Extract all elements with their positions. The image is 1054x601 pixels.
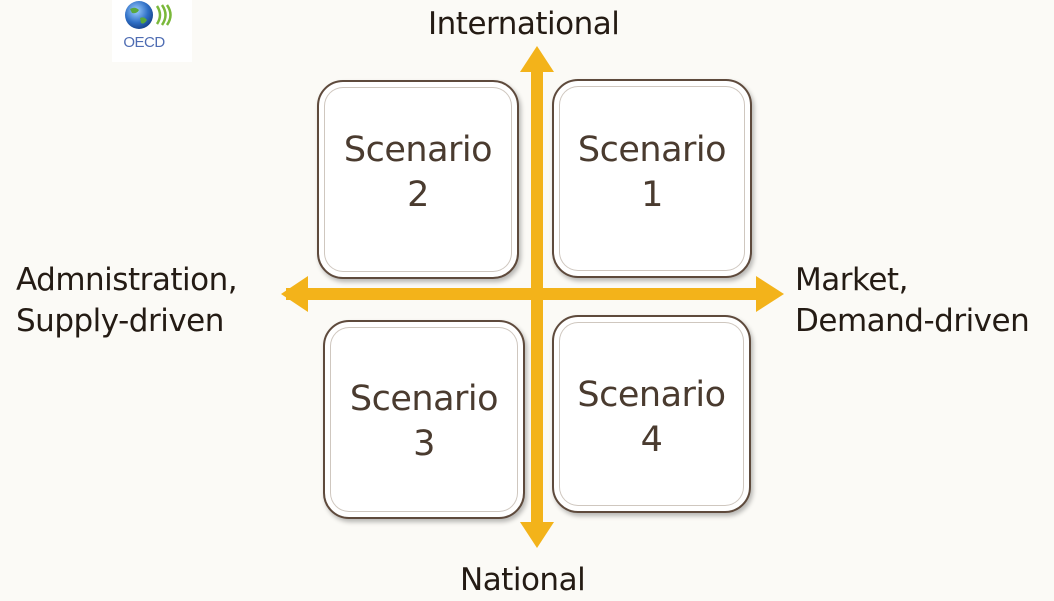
oecd-logo: OECD (112, 0, 192, 62)
right-arrow-head (756, 276, 784, 312)
axis-label-market: Market, Demand-driven (795, 262, 1030, 339)
scenario-4-label: Scenario 4 (577, 375, 726, 460)
scenario-3-label: Scenario 3 (349, 378, 499, 464)
oecd-globe-icon (125, 1, 172, 29)
vertical-axis-line (531, 68, 543, 530)
up-arrow-head (520, 46, 554, 72)
down-arrow-head (520, 522, 554, 548)
scenario-2-box: Scenario 2 (317, 80, 519, 279)
oecd-logo-text: OECD (123, 34, 165, 51)
scenario-3-box: Scenario 3 (323, 320, 525, 519)
axis-label-international: International (428, 6, 620, 42)
scenario-1-box: Scenario 1 (552, 79, 752, 278)
left-arrow-head (281, 276, 308, 312)
horizontal-axis-line (286, 288, 756, 300)
axis-label-administration: Admnistration, Supply-driven (16, 262, 238, 339)
axis-label-national: National (460, 562, 586, 598)
scenario-2-label: Scenario 2 (343, 129, 493, 215)
scenario-4-box: Scenario 4 (552, 315, 751, 513)
scenario-1-label: Scenario 1 (577, 129, 727, 215)
